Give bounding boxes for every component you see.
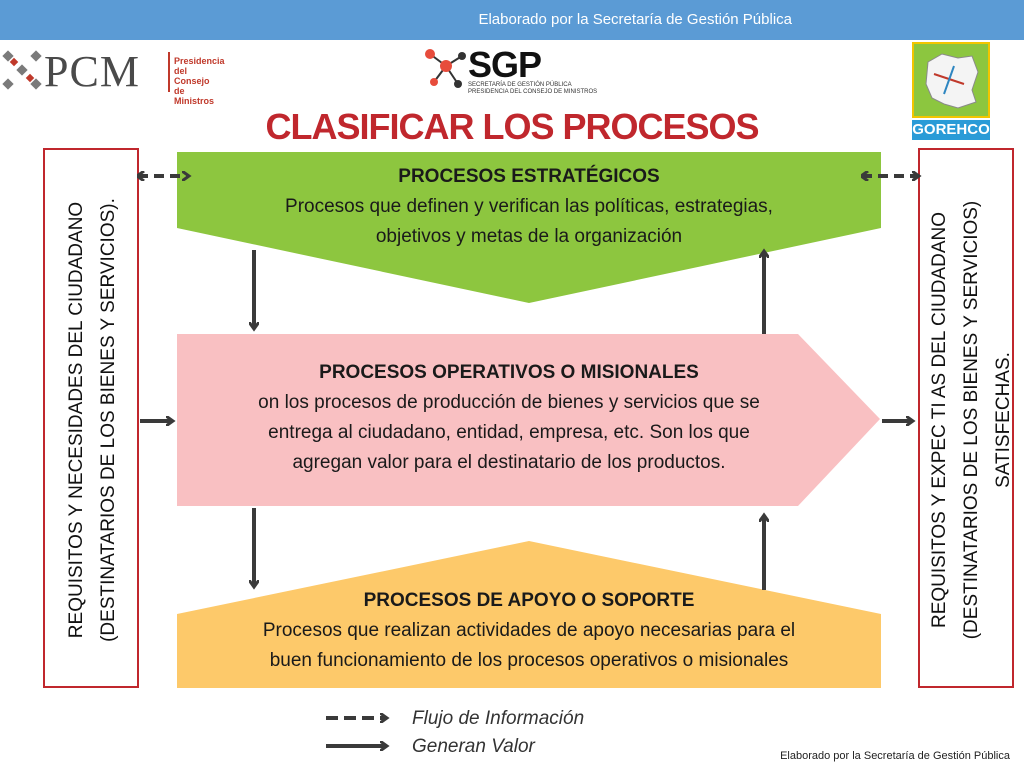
page-title: CLASIFICAR LOS PROCESOS: [265, 106, 759, 147]
pcm-wordmark: PCM: [44, 47, 140, 96]
support-title: PROCESOS DE APOYO O SOPORTE: [363, 590, 695, 611]
gorehco-label: GOREHCO: [912, 121, 990, 138]
top-banner: [0, 0, 1024, 40]
strategic-process-text: PROCESOS ESTRATÉGICOS Procesos que defin…: [177, 162, 881, 252]
operational-process-shape: [177, 334, 880, 506]
legend-info-flow-label: Flujo de Información: [412, 708, 585, 729]
strategic-title: PROCESOS ESTRATÉGICOS: [398, 166, 660, 187]
support-desc-1: Procesos que realizan actividades de apo…: [262, 620, 796, 641]
map-emblem-icon: [912, 42, 990, 118]
banner-text: Elaborado por la Secretaría de Gestión P…: [478, 11, 792, 28]
footer-text: Elaborado por la Secretaría de Gestión P…: [780, 750, 1010, 762]
pcm-divider: [168, 52, 170, 92]
pcm-sub-line-3: de Ministros: [174, 86, 215, 106]
operational-desc-1: on los procesos de producción de bienes …: [258, 392, 760, 413]
left-input-box: REQUISITOS Y NECESIDADES DEL CIUDADANO (…: [43, 148, 139, 688]
legend-value-label: Generan Valor: [412, 736, 535, 757]
strategic-desc-2: objetivos y metas de la organización: [375, 226, 683, 247]
operational-desc-3: agregan valor para el destinatario de lo…: [292, 452, 726, 473]
strategic-desc-1: Procesos que definen y verifican las pol…: [285, 196, 773, 217]
network-icon: [425, 49, 466, 88]
support-desc-2: buen funcionamiento de los procesos oper…: [269, 650, 789, 671]
pcm-emblem-icon: [2, 50, 42, 90]
sgp-subtitle-1: SECRETARÍA DE GESTIÓN PÚBLICA: [468, 82, 572, 88]
strategic-process-shape: [177, 152, 881, 303]
sgp-wordmark: SGP: [468, 44, 542, 85]
gorehco-logo: GOREHCO: [912, 42, 992, 142]
sgp-logo: SGP SECRETARÍA DE GESTIÓN PÚBLICA PRESID…: [422, 44, 597, 98]
operational-title: PROCESOS OPERATIVOS O MISIONALES: [319, 362, 699, 383]
pcm-sub-line-1: Presidencia: [174, 56, 225, 66]
pcm-logo: PCM Presidencia del Consejo de Ministros: [0, 46, 225, 106]
gorehco-label-bg: [912, 120, 990, 140]
operational-desc-2: entrega al ciudadano, entidad, empresa, …: [268, 422, 750, 443]
pcm-sub-line-2: del Consejo: [174, 66, 210, 86]
pcm-subtitle: Presidencia del Consejo de Ministros: [174, 56, 225, 106]
operational-process-text: PROCESOS OPERATIVOS O MISIONALES on los …: [177, 358, 841, 478]
support-process-shape: [177, 541, 881, 688]
right-output-box: REQUISITOS Y EXPEC TI AS DEL CIUDADANO (…: [918, 148, 1014, 688]
support-process-text: PROCESOS DE APOYO O SOPORTE Procesos que…: [177, 586, 881, 676]
sgp-subtitle-2: PRESIDENCIA DEL CONSEJO DE MINISTROS: [468, 89, 598, 95]
